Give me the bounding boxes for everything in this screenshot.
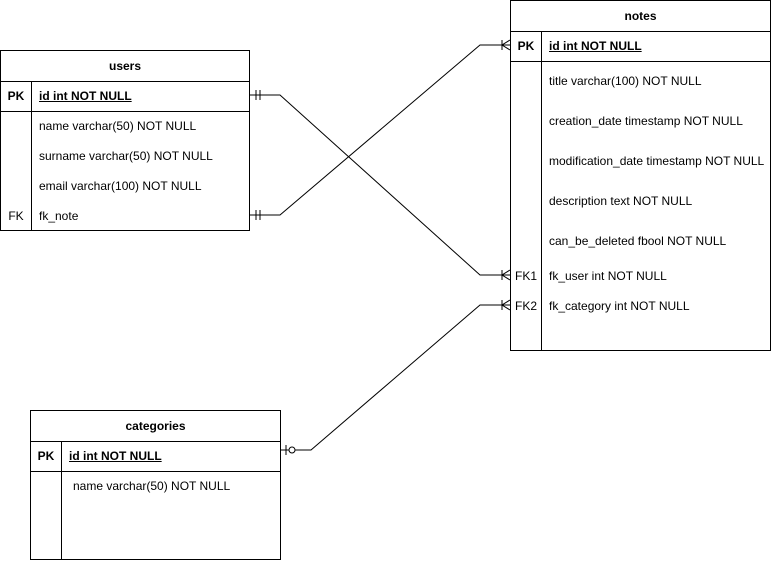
notes-pk-field: id int NOT NULL: [549, 39, 642, 53]
notes-field-description: description text NOT NULL: [549, 194, 693, 208]
categories-pk-label: PK: [37, 449, 55, 463]
notes-entity[interactable]: notes PK id int NOT NULL title varchar(1…: [510, 0, 771, 351]
users-field-email: email varchar(100) NOT NULL: [39, 179, 202, 193]
notes-key-column: [511, 31, 542, 350]
zero-optional-marker: [288, 446, 296, 454]
relation-users-notes-fk-user[interactable]: [250, 90, 511, 281]
notes-field-can-be-deleted: can_be_deleted fbool NOT NULL: [549, 234, 727, 248]
users-title: users: [1, 51, 249, 82]
users-pk-field: id int NOT NULL: [39, 89, 132, 103]
users-entity[interactable]: users PK id int NOT NULL name varchar(50…: [0, 50, 250, 231]
notes-pk-row: [511, 31, 770, 62]
categories-key-column: [31, 441, 62, 559]
notes-field-creation-date: creation_date timestamp NOT NULL: [549, 114, 743, 128]
notes-field-modification-date: modification_date timestamp NOT NULL: [549, 154, 765, 168]
categories-entity[interactable]: categories PK id int NOT NULL name varch…: [30, 410, 281, 560]
relation-categories-notes-fk-category[interactable]: [281, 299, 511, 455]
notes-pk-label: PK: [517, 39, 535, 53]
relation-users-fk-note-notes[interactable]: [250, 39, 511, 220]
categories-pk-row: [31, 441, 280, 472]
users-field-surname: surname varchar(50) NOT NULL: [39, 149, 213, 163]
users-field-name: name varchar(50) NOT NULL: [39, 119, 197, 133]
categories-field-name: name varchar(50) NOT NULL: [73, 479, 231, 493]
notes-title: notes: [511, 1, 770, 32]
notes-field-title: title varchar(100) NOT NULL: [549, 74, 702, 88]
users-field-fk-note: fk_note: [39, 209, 79, 223]
users-fk-label: FK: [8, 209, 24, 223]
notes-field-fk-user: fk_user int NOT NULL: [549, 269, 667, 283]
notes-fk2-label: FK2: [514, 299, 537, 313]
users-pk-label: PK: [7, 89, 25, 103]
notes-fk1-label: FK1: [514, 269, 537, 283]
notes-field-fk-category: fk_category int NOT NULL: [549, 299, 690, 313]
categories-pk-field: id int NOT NULL: [69, 449, 162, 463]
categories-title: categories: [31, 411, 280, 442]
users-pk-row: [1, 81, 249, 112]
users-key-column: [1, 81, 32, 230]
